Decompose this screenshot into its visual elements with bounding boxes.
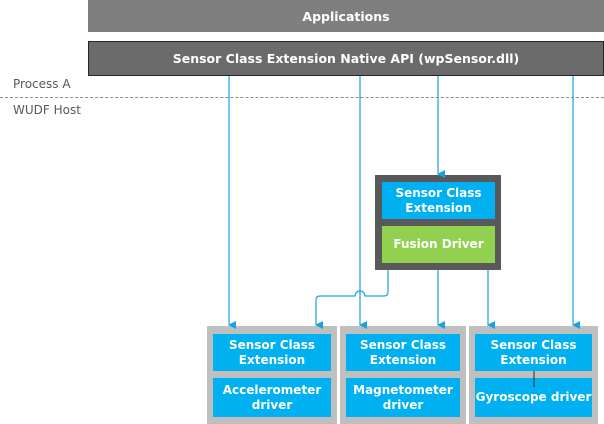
process-zone-label: Process A: [13, 77, 71, 91]
fusion-class-extension-box: Sensor Class Extension: [382, 182, 495, 219]
fusion-class-extension-label: Sensor Class Extension: [395, 185, 482, 215]
magnetometer-class-extension-label: Sensor Class Extension: [359, 337, 447, 367]
process-boundary-line: [0, 97, 604, 98]
applications-label: Applications: [302, 8, 390, 24]
magnetometer-driver-label: Magnetometer driver: [353, 382, 453, 412]
fusion-driver-label: Fusion Driver: [393, 237, 484, 251]
applications-layer: Applications: [88, 0, 604, 32]
gyroscope-driver-label: Gyroscope driver: [475, 390, 592, 404]
native-api-label: Sensor Class Extension Native API (wpSen…: [172, 51, 520, 66]
host-zone-label: WUDF Host: [13, 103, 81, 117]
accelerometer-driver-label: Accelerometer driver: [222, 382, 322, 412]
magnetometer-class-extension-box: Sensor Class Extension: [346, 334, 460, 371]
native-api-layer: Sensor Class Extension Native API (wpSen…: [88, 41, 604, 76]
fusion-to-accelerometer-arrow: [315, 270, 389, 329]
accelerometer-class-extension-label: Sensor Class Extension: [228, 337, 316, 367]
fusion-driver-box: Fusion Driver: [382, 226, 495, 263]
accelerometer-driver-box: Accelerometer driver: [213, 378, 331, 417]
magnetometer-driver-box: Magnetometer driver: [346, 378, 460, 417]
gyroscope-class-extension-box: Sensor Class Extension: [475, 334, 592, 371]
gyroscope-class-extension-label: Sensor Class Extension: [490, 337, 577, 367]
accelerometer-class-extension-box: Sensor Class Extension: [213, 334, 331, 371]
